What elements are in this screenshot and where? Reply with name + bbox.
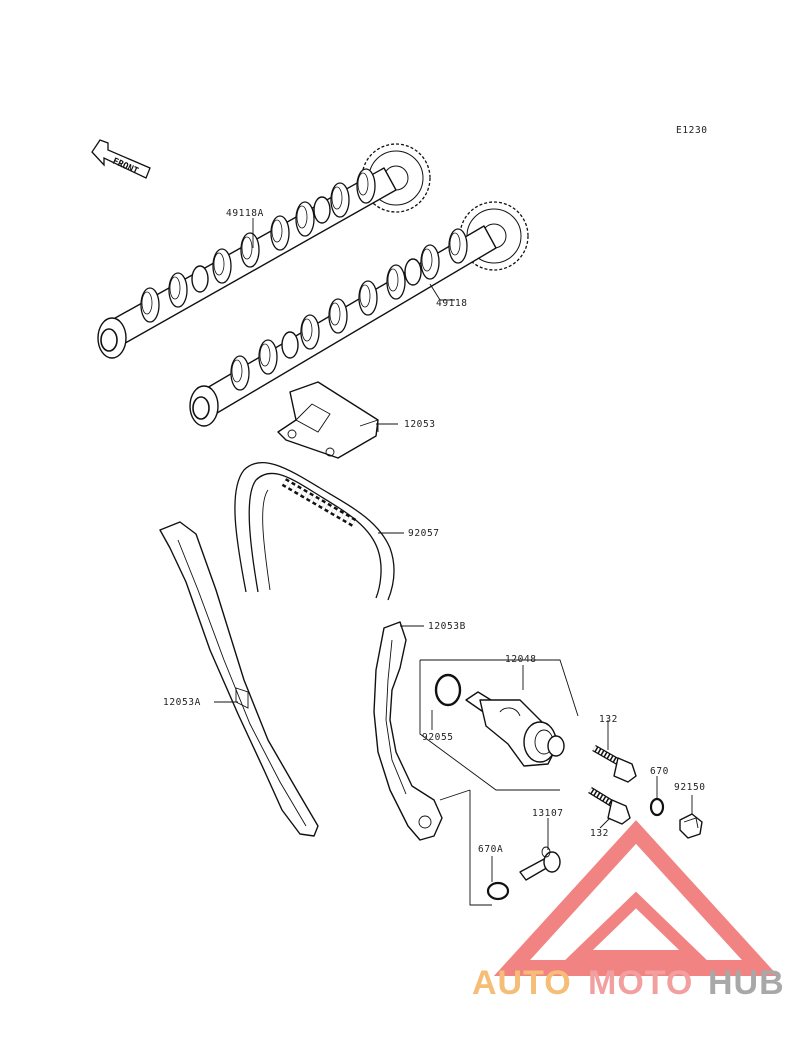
label-12053: 12053 (404, 419, 436, 430)
label-49118a: 49118A (226, 208, 264, 219)
label-132-lower: 132 (590, 828, 609, 839)
label-92150: 92150 (674, 782, 706, 793)
plunger-pin (519, 846, 561, 881)
leader-lines (214, 218, 693, 882)
bolt-upper (592, 744, 637, 783)
rear-chain-guide (159, 521, 319, 837)
label-92057: 92057 (408, 528, 440, 539)
label-670: 670 (650, 766, 669, 777)
watermark: AUTO MOTO HUB (472, 820, 785, 1002)
o-ring-670a (486, 881, 510, 901)
watermark-hub: HUB (708, 964, 785, 1002)
label-12053b: 12053B (428, 621, 466, 632)
label-670a: 670A (478, 844, 503, 855)
diagram-code: E1230 (676, 125, 708, 136)
label-49118: 49118 (436, 298, 468, 309)
watermark-logo-icon (493, 820, 779, 976)
label-92055: 92055 (422, 732, 454, 743)
label-132-upper: 132 (599, 714, 618, 725)
o-ring-92055 (434, 673, 462, 707)
label-12048: 12048 (505, 654, 537, 665)
tensioner-bracket-lines (419, 659, 579, 906)
cam-chain-guide-holder (277, 381, 379, 459)
watermark-auto: AUTO (472, 964, 572, 1002)
exhaust-camshaft (189, 201, 529, 427)
washer-670 (649, 797, 665, 817)
label-13107: 13107 (532, 808, 564, 819)
bolt-lower (588, 787, 631, 825)
front-arrow-icon: FRONT (91, 139, 151, 179)
intake-camshaft (97, 143, 431, 359)
chain-tensioner (465, 691, 565, 767)
cam-chain (234, 461, 395, 601)
front-chain-guide (373, 621, 443, 841)
watermark-moto: MOTO (588, 964, 693, 1002)
label-12053a: 12053A (163, 697, 201, 708)
cap-bolt-92150 (679, 813, 703, 839)
